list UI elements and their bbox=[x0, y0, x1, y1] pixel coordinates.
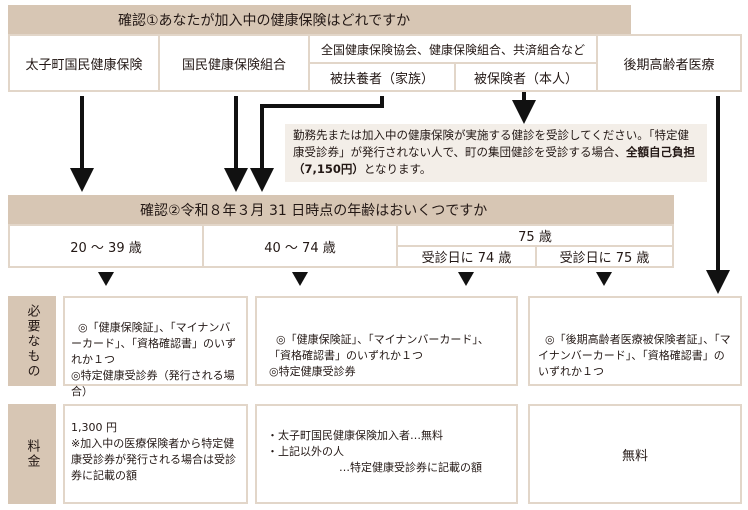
option-dependent-label: 被扶養者（家族） bbox=[329, 71, 434, 87]
option-dependent: 被扶養者（家族） bbox=[308, 62, 456, 92]
triangle-age-74 bbox=[458, 272, 474, 286]
question-2-title: 確認②令和８年３月 31 日時点の年齢はおいくつですか bbox=[140, 202, 488, 219]
needs-col-2: ◎「健康保険証」、「マイナンバーカード」、「資格確認書」のいずれか１つ ◎特定健… bbox=[255, 296, 518, 386]
option-taishi-nhi-label: 太子町国民健康保険 bbox=[25, 57, 143, 73]
needs-col-3: ◎「後期高齢者医療被保険者証」、「マイナンバーカード」、「資格確認書」のいずれか… bbox=[528, 296, 742, 386]
needs-row-label: 必要なもの bbox=[8, 296, 56, 386]
triangle-age-40-74 bbox=[292, 272, 308, 286]
question-1-title: 確認①あなたが加入中の健康保険はどれですか bbox=[118, 12, 411, 29]
triangle-age-75 bbox=[596, 272, 612, 286]
age-40-74-label: 40 ～ 74 歳 bbox=[264, 240, 336, 256]
fee-col-2-line-3: …特定健康受診券に記載の額 bbox=[339, 461, 482, 474]
age-74-at-checkup-label: 受診日に 74 歳 bbox=[421, 251, 512, 266]
age-20-39: 20 ～ 39 歳 bbox=[8, 224, 204, 268]
fee-label: 料金 bbox=[24, 439, 40, 469]
needs-col-3-text: ◎「後期高齢者医療被保険者証」、「マイナンバーカード」、「資格確認書」のいずれか… bbox=[538, 333, 731, 378]
option-nhi-association: 国民健康保険組合 bbox=[158, 34, 310, 92]
age-75-label: 75 歳 bbox=[518, 230, 552, 245]
age-74-at-checkup: 受診日に 74 歳 bbox=[396, 245, 537, 268]
age-40-74: 40 ～ 74 歳 bbox=[202, 224, 398, 268]
age-75-at-checkup-label: 受診日に 75 歳 bbox=[559, 251, 650, 266]
note-text-2: となります。 bbox=[363, 162, 432, 176]
employee-checkup-note: 勤務先または加入中の健康保険が実施する健診を受診してください。「特定健康受診券」… bbox=[285, 124, 707, 182]
option-taishi-nhi: 太子町国民健康保険 bbox=[8, 34, 160, 92]
option-nhi-association-label: 国民健康保険組合 bbox=[181, 57, 286, 73]
fee-col-3-text: 無料 bbox=[621, 448, 648, 464]
triangle-age-20-39 bbox=[98, 272, 114, 286]
needs-col-1: ◎「健康保険証」、「マイナンバーカード」、「資格確認書」のいずれか１つ ◎特定健… bbox=[63, 296, 248, 398]
fee-col-1-amount: 1,300 円 bbox=[71, 421, 117, 434]
fee-col-2: ・太子町国民健康保険加入者…無料 ・上記以外の人 …特定健康受診券に記載の額 bbox=[255, 404, 518, 504]
fee-col-1-note: ※加入中の医療保険者から特定健康受診券が発行される場合は受診券に記載の額 bbox=[71, 437, 236, 482]
age-75: 75 歳 bbox=[396, 224, 674, 247]
age-20-39-label: 20 ～ 39 歳 bbox=[70, 240, 142, 256]
question-2-header: 確認②令和８年３月 31 日時点の年齢はおいくつですか bbox=[8, 195, 674, 224]
age-75-at-checkup: 受診日に 75 歳 bbox=[535, 245, 674, 268]
needs-label: 必要なもの bbox=[24, 303, 40, 379]
needs-col-1-text: ◎「健康保険証」、「マイナンバーカード」、「資格確認書」のいずれか１つ ◎特定健… bbox=[71, 321, 236, 398]
fee-col-3: 無料 bbox=[528, 404, 742, 504]
needs-col-2-text: ◎「健康保険証」、「マイナンバーカード」、「資格確認書」のいずれか１つ ◎特定健… bbox=[269, 333, 489, 378]
option-insured: 被保険者（本人） bbox=[454, 62, 598, 92]
option-insured-label: 被保険者（本人） bbox=[473, 71, 578, 87]
fee-col-2-line-2: ・上記以外の人 bbox=[267, 445, 344, 458]
option-late-elderly: 後期高齢者医療 bbox=[596, 34, 742, 92]
question-1-header: 確認①あなたが加入中の健康保険はどれですか bbox=[8, 5, 631, 34]
option-employee-insurance: 全国健康保険協会、健康保険組合、共済組合など bbox=[308, 34, 598, 64]
fee-col-2-line-1: ・太子町国民健康保険加入者…無料 bbox=[267, 429, 443, 442]
option-employee-insurance-label: 全国健康保険協会、健康保険組合、共済組合など bbox=[320, 42, 585, 57]
option-late-elderly-label: 後期高齢者医療 bbox=[623, 57, 715, 73]
fee-col-1: 1,300 円 ※加入中の医療保険者から特定健康受診券が発行される場合は受診券に… bbox=[63, 404, 248, 504]
fee-row-label: 料金 bbox=[8, 404, 56, 504]
